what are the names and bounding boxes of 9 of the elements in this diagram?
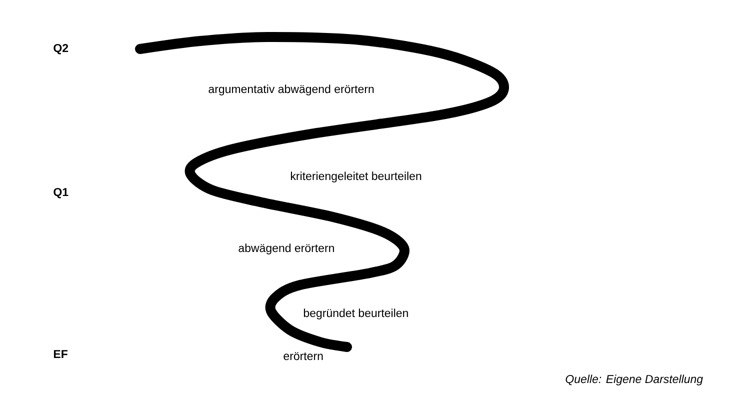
level-label: Q2	[54, 44, 68, 54]
curve-label: begründet beurteilen	[304, 308, 408, 320]
curve-label: kriteriengeleitet beurteilen	[290, 172, 422, 182]
curve-label: abwägend erörtern	[238, 244, 334, 254]
curve-label: erörtern	[284, 352, 323, 360]
curve-label: argumentativ abwägend erörtern	[208, 84, 374, 96]
source-caption: Quelle: Eigene Darstellung	[566, 374, 703, 386]
level-label: EF	[54, 350, 68, 358]
level-label: Q1	[54, 188, 68, 198]
